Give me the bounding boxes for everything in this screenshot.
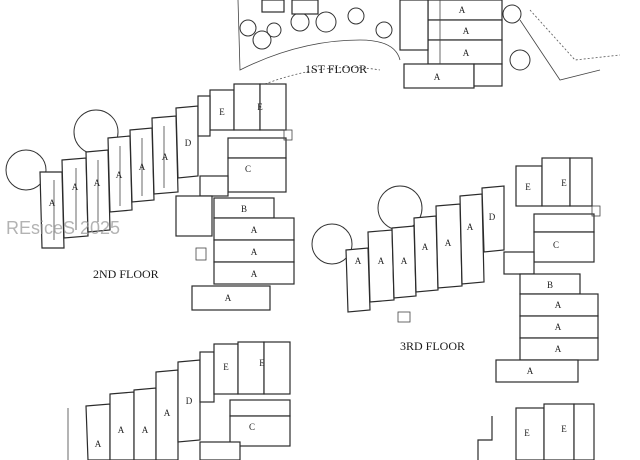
unit-label-e: E <box>219 107 225 117</box>
unit-label-a: A <box>463 48 470 58</box>
unit-label-d: D <box>186 396 193 406</box>
unit-label-a: A <box>459 5 466 15</box>
unit-label-a: A <box>467 222 474 232</box>
unit-label-a: A <box>225 293 232 303</box>
floor-label-2nd: 2ND FLOOR <box>93 267 159 281</box>
unit-label-a: A <box>251 269 258 279</box>
unit-label-a: A <box>401 256 408 266</box>
floor-label-3rd: 3RD FLOOR <box>400 339 465 353</box>
unit-label-c: C <box>245 164 251 174</box>
unit-label-a: A <box>355 256 362 266</box>
unit-label-a: A <box>251 225 258 235</box>
unit-label-e: E <box>257 102 263 112</box>
unit-label-a: A <box>445 238 452 248</box>
unit-label-d: D <box>185 138 192 148</box>
unit-label-a: A <box>49 198 56 208</box>
unit-label-c: C <box>553 240 559 250</box>
unit-label-a: A <box>422 242 429 252</box>
unit-label-a: A <box>142 425 149 435</box>
unit-label-a: A <box>555 344 562 354</box>
unit-label-a: A <box>251 247 258 257</box>
unit-label-a: A <box>95 439 102 449</box>
unit-label-a: A <box>378 256 385 266</box>
first-floor-plan: A A A A 1ST FLOOR <box>237 0 621 91</box>
unit-label-a: A <box>527 366 534 376</box>
fourth-floor-plan: A A A A D E E C <box>67 341 291 460</box>
unit-label-a: A <box>555 300 562 310</box>
third-floor-plan: A A A A A A D E E C B A A A A 3RD FLOOR <box>311 157 601 383</box>
unit-label-e: E <box>525 182 531 192</box>
unit-label-a: A <box>164 408 171 418</box>
unit-label-b: B <box>241 204 247 214</box>
unit-label-a: A <box>116 170 123 180</box>
unit-label-b: B <box>547 280 553 290</box>
unit-label-a: A <box>434 72 441 82</box>
watermark: REsiceS 2025 <box>6 218 120 238</box>
unit-label-e: E <box>561 178 567 188</box>
unit-label-e: E <box>561 424 567 434</box>
unit-label-d: D <box>489 212 496 222</box>
unit-label-e: E <box>524 428 530 438</box>
unit-label-a: A <box>162 152 169 162</box>
unit-label-a: A <box>118 425 125 435</box>
fifth-floor-plan: E E <box>477 403 595 460</box>
floor-label-1st: 1ST FLOOR <box>305 62 367 76</box>
second-floor-plan: A A A A A A D E E C B A A A A 2ND FLOOR <box>5 83 295 311</box>
unit-label-a: A <box>139 162 146 172</box>
unit-label-e: E <box>259 358 265 368</box>
unit-label-a: A <box>463 26 470 36</box>
unit-label-e: E <box>223 362 229 372</box>
unit-label-a: A <box>72 182 79 192</box>
unit-label-c: C <box>249 422 255 432</box>
unit-label-a: A <box>94 178 101 188</box>
unit-label-a: A <box>555 322 562 332</box>
